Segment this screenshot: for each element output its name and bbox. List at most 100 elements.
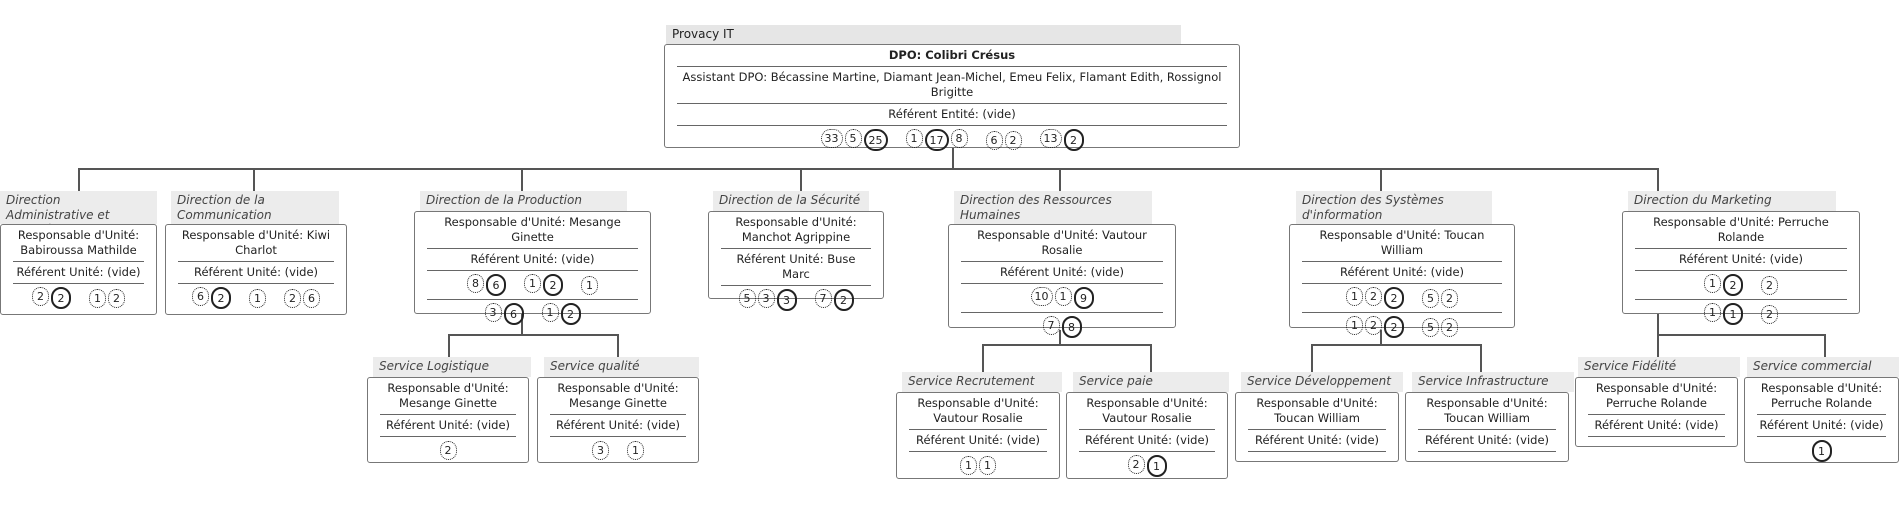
mkt-responsable-label: Responsable d'Unité: Perruche Rolande [1635, 212, 1847, 249]
count-badge-blue[interactable]: 2 [1127, 455, 1145, 474]
count-badge-orange[interactable]: 2 [833, 289, 854, 311]
count-badge-green[interactable]: 2 [108, 288, 125, 308]
count-badge-blue[interactable]: 9 [1073, 287, 1094, 309]
count-badge-blue[interactable]: 1 [1146, 455, 1167, 477]
logi-badge-row-0: 2 [380, 437, 516, 463]
count-badge-blue[interactable]: 8 [1061, 316, 1082, 338]
count-badge-blue[interactable]: 1 [1723, 303, 1743, 325]
count-badge-blue[interactable]: 1 [1704, 274, 1721, 293]
count-badge-blue[interactable]: 8 [467, 274, 484, 293]
count-badge-red[interactable]: 5 [1422, 288, 1439, 308]
count-badge-orange[interactable]: 2 [284, 288, 301, 308]
count-badge-blue[interactable]: 3 [776, 289, 797, 311]
count-badge-purple[interactable]: 1 [524, 274, 541, 293]
count-badge-blue[interactable]: 1 [1811, 440, 1832, 462]
count-badge-purple[interactable]: 2 [543, 274, 563, 296]
count-badge-orange[interactable]: 1 [627, 440, 644, 460]
count-badge-blue[interactable]: 1 [1704, 303, 1721, 322]
count-badge-green[interactable]: 8 [950, 129, 968, 148]
count-badge-blue[interactable]: 2 [1365, 316, 1382, 335]
count-badge-orange[interactable]: 2 [1761, 304, 1778, 324]
count-badge-blue[interactable]: 1 [1346, 316, 1363, 335]
count-badge-purple[interactable]: 17 [924, 129, 949, 151]
count-badge-blue[interactable]: 3 [757, 289, 775, 308]
count-badge-green[interactable]: 6 [303, 288, 320, 308]
unit-tab-recr: Service Recrutement [902, 372, 1062, 392]
count-badge-blue[interactable]: 2 [439, 440, 457, 460]
count-badge-orange[interactable]: 7 [814, 289, 832, 308]
unit-tab-mkt: Direction du Marketing [1628, 191, 1836, 211]
count-badge-blue[interactable]: 7 [1042, 316, 1060, 335]
daf-responsable-label: Responsable d'Unité: Babiroussa Mathilde [13, 225, 144, 262]
qual-badge-group-1: 1 [627, 440, 644, 460]
count-badge-blue[interactable]: 2 [51, 287, 71, 309]
drop-com [253, 168, 255, 198]
count-badge-blue[interactable]: 3 [484, 303, 502, 322]
count-badge-purple[interactable]: 2 [560, 303, 581, 325]
root-node[interactable]: DPO: Colibri Crésus Assistant DPO: Bécas… [664, 44, 1240, 151]
count-badge-blue[interactable]: 25 [863, 129, 888, 151]
unit-node-daf[interactable]: Responsable d'Unité: Babiroussa Mathilde… [0, 224, 157, 315]
mkt-sub-bus [1657, 334, 1826, 336]
count-badge-blue[interactable]: 1 [979, 455, 996, 475]
count-badge-orange[interactable]: 2 [1063, 129, 1084, 151]
count-badge-blue[interactable]: 1 [960, 455, 977, 475]
count-badge-purple[interactable]: 1 [905, 129, 923, 148]
count-badge-blue[interactable]: 2 [211, 287, 231, 309]
count-badge-blue[interactable]: 2 [1384, 316, 1404, 338]
count-badge-blue[interactable]: 33 [820, 129, 843, 148]
count-badge-red[interactable]: 2 [1004, 130, 1022, 150]
count-badge-orange[interactable]: 1 [581, 275, 598, 295]
count-badge-blue[interactable]: 5 [844, 129, 862, 148]
count-badge-blue[interactable]: 5 [738, 289, 756, 308]
count-badge-blue[interactable]: 2 [1723, 274, 1743, 296]
count-badge-purple[interactable]: 1 [541, 303, 559, 322]
count-badge-red[interactable]: 2 [1441, 288, 1458, 308]
count-badge-blue[interactable]: 6 [192, 287, 209, 306]
count-badge-red[interactable]: 2 [1441, 317, 1458, 337]
count-badge-orange[interactable]: 13 [1039, 129, 1062, 148]
count-badge-blue[interactable]: 2 [32, 287, 49, 306]
count-badge-red[interactable]: 5 [1422, 317, 1439, 337]
recr-responsable-label: Responsable d'Unité: Vautour Rosalie [909, 393, 1047, 430]
count-badge-red[interactable]: 6 [985, 130, 1003, 150]
drop-daf [78, 168, 80, 198]
count-badge-blue[interactable]: 3 [592, 440, 609, 460]
unit-tab-rh: Direction des Ressources Humaines [954, 191, 1152, 224]
count-badge-blue[interactable]: 10 [1030, 287, 1053, 306]
count-badge-purple[interactable]: 1 [249, 288, 266, 308]
count-badge-blue[interactable]: 1 [1054, 287, 1072, 306]
count-badge-orange[interactable]: 1 [89, 288, 106, 308]
unit-tab-qual: Service qualité [544, 357, 699, 377]
count-badge-blue[interactable]: 6 [486, 274, 506, 296]
count-badge-blue[interactable]: 1 [1346, 287, 1363, 306]
count-badge-orange[interactable]: 2 [1761, 275, 1778, 295]
count-badge-blue[interactable]: 2 [1365, 287, 1382, 306]
count-badge-blue[interactable]: 2 [1384, 287, 1404, 309]
assistant-dpo-label: Assistant DPO: Bécassine Martine, Diaman… [677, 67, 1227, 104]
count-badge-blue[interactable]: 6 [503, 303, 524, 325]
